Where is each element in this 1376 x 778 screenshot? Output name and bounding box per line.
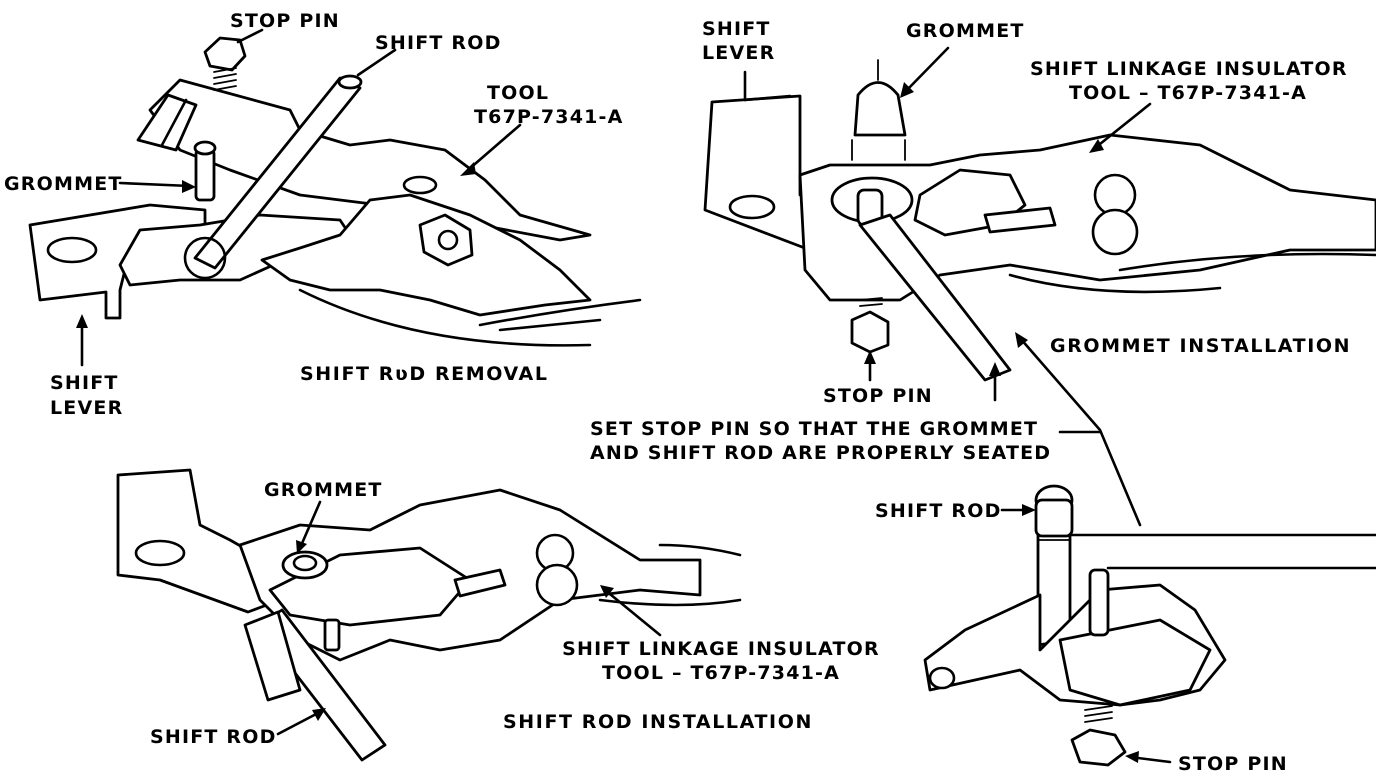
handle-sweep-line [298, 288, 592, 347]
stop-pin-thread [213, 67, 237, 73]
caption-grommet-installation: GROMMET INSTALLATION [1050, 335, 1352, 357]
stop-pin-post [323, 618, 341, 652]
leader-shift-rod [276, 710, 322, 736]
shift-rod-cap [1034, 498, 1074, 538]
leader-tool [603, 588, 662, 637]
lever-hole [134, 539, 186, 567]
grommet-ring-hole [292, 554, 318, 572]
grommet-body [194, 148, 216, 202]
label-tool-line-1: SHIFT LINKAGE INSULATOR [562, 638, 880, 660]
tool-upper-hole [402, 175, 438, 195]
arrow-stop-pin [1125, 751, 1139, 763]
tool-finger [453, 568, 507, 598]
shift-rod-installation-view [116, 468, 742, 762]
tool-lower-finger [983, 206, 1057, 234]
label-tool-line-1: TOOL [487, 82, 550, 104]
caption-shift-rod-installation: SHIFT ROD INSTALLATION [503, 711, 813, 733]
leader-grommet [298, 500, 322, 550]
shift-rod-removal-view [28, 28, 642, 367]
tool-handle-line-2 [1008, 273, 1222, 294]
arrow-tool [1089, 139, 1104, 153]
tool-handle-line [1118, 252, 1376, 272]
stop-pin-nut [850, 310, 890, 354]
pivot-nut-hole [437, 229, 459, 251]
label-stop-pin: STOP PIN [823, 385, 933, 407]
arrow-rod-up [989, 362, 1001, 376]
arrow-grommet [296, 540, 307, 554]
leader-grommet [903, 46, 950, 94]
handle-sweep-line-3 [498, 318, 602, 332]
label-stop-pin: STOP PIN [230, 10, 340, 32]
leader-tool [1093, 102, 1152, 150]
arrow-tool [460, 162, 476, 176]
tool-pivot-ring-2 [535, 563, 579, 607]
label-shift-rod: SHIFT ROD [375, 32, 502, 54]
arrow-note-up [1015, 332, 1028, 348]
tool-pivot-ring-2 [1091, 208, 1139, 256]
leader-stop-pin [236, 28, 264, 44]
stop-pin-thread [213, 73, 237, 79]
label-grommet: GROMMET [906, 20, 1025, 42]
arrow-tool [600, 585, 614, 598]
tool-handle-line [598, 598, 742, 607]
shift-rod-socket [183, 236, 227, 280]
tool-lower-handle [260, 193, 592, 317]
stop-pin-thread [1084, 711, 1113, 717]
leader-tool [466, 123, 522, 172]
note-line-2: AND SHIFT ROD ARE PROPERLY SEATED [590, 442, 1052, 464]
arrow-stop-pin [864, 350, 876, 364]
bracket-wedge [1058, 618, 1212, 707]
lower-bracket [243, 610, 302, 702]
arrow-grommet [182, 180, 196, 193]
leader-shift-rod [356, 48, 397, 77]
stop-pin-thread [859, 303, 883, 307]
label-shift-lever-line-2: LEVER [702, 42, 776, 64]
stop-pin-thread [213, 79, 237, 85]
label-shift-lever-line-1: SHIFT [702, 18, 771, 40]
arrow-shift-rod [1022, 504, 1036, 516]
label-tool-line-2: T67P-7341-A [474, 106, 624, 128]
label-stop-pin: STOP PIN [1178, 753, 1288, 775]
arrow-shift-lever [76, 314, 88, 328]
shift-rod-end [337, 74, 363, 90]
tool-upper-jaw [148, 78, 592, 242]
stop-pin-thread [859, 297, 883, 301]
tool-head-edge [160, 98, 188, 147]
arrow-grommet [900, 82, 914, 98]
stop-pin-nut [1070, 728, 1127, 767]
stop-pin-post [1088, 568, 1110, 637]
tool-body [798, 133, 1376, 302]
stop-pin-detail-view [923, 484, 1376, 767]
label-shift-rod: SHIFT ROD [150, 726, 277, 748]
stop-pin-thread [213, 85, 237, 91]
tool-handle-line-2 [658, 543, 742, 557]
note-leader-line [1018, 336, 1142, 527]
grommet-top [853, 81, 907, 137]
label-grommet: GROMMET [4, 173, 123, 195]
label-tool-line-2: TOOL – T67P-7341-A [1068, 82, 1308, 104]
note-line-1: SET STOP PIN SO THAT THE GROMMET [590, 418, 1039, 440]
stop-pin-head [203, 36, 247, 72]
stop-pin-thread [1084, 705, 1113, 711]
grommet-cap [193, 140, 217, 156]
bracket-tube-end [928, 666, 956, 690]
stop-pin-thread [1084, 717, 1113, 723]
lever-hole [728, 194, 776, 220]
leader-shift-lever-h [743, 94, 792, 102]
leader-grommet [118, 181, 192, 188]
label-shift-lever-line-1: SHIFT [50, 372, 119, 394]
label-tool-line-1: SHIFT LINKAGE INSULATOR [1030, 58, 1348, 80]
label-shift-rod: SHIFT ROD [875, 500, 1002, 522]
label-shift-lever-line-2: LEVER [50, 397, 124, 419]
arrow-shift-rod [312, 708, 326, 721]
handle-sweep-line-2 [478, 298, 642, 327]
label-grommet: GROMMET [264, 479, 383, 501]
lever-hole [46, 236, 98, 264]
shift-rod [858, 213, 1012, 382]
label-tool-line-2: TOOL – T67P-7341-A [601, 662, 841, 684]
grommet-installation-view [703, 46, 1376, 402]
caption-shift-rod-removal: SHIFT RʋD REMOVAL [300, 363, 549, 385]
